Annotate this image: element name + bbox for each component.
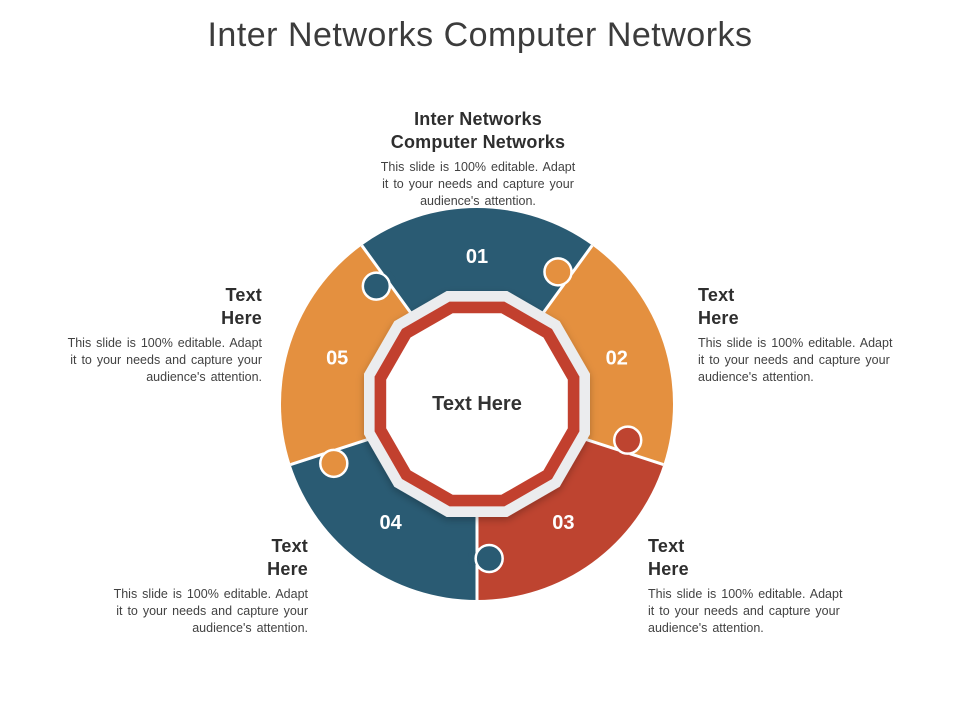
- segment-number-03: 03: [552, 512, 574, 534]
- segment-number-01: 01: [466, 246, 488, 268]
- text-block-bottom-left: Text Here This slide is 100% editable. A…: [88, 535, 308, 637]
- segment-number-05: 05: [326, 348, 348, 370]
- slide-title: Inter Networks Computer Networks: [207, 16, 753, 54]
- puzzle-knob-03: [612, 425, 643, 455]
- text-block-top: Inter Networks Computer Networks This sl…: [340, 108, 616, 210]
- puzzle-knob-01: [361, 271, 392, 301]
- segment-number-02: 02: [606, 348, 628, 370]
- puzzle-knob-02: [543, 257, 573, 287]
- text-block-top-heading: Inter Networks Computer Networks: [390, 109, 566, 152]
- text-block-left: Text Here This slide is 100% editable. A…: [40, 284, 262, 386]
- text-block-right-heading: Text Here: [698, 285, 739, 328]
- text-block-left-heading: Text Here: [221, 285, 262, 328]
- inner-dodecagon-white: [386, 313, 568, 495]
- text-block-right: Text Here This slide is 100% editable. A…: [698, 284, 938, 386]
- text-block-bottom-right-body: This slide is 100% editable. Adapt it to…: [648, 587, 843, 635]
- segment-number-04: 04: [379, 512, 402, 534]
- text-block-bottom-right: Text Here This slide is 100% editable. A…: [648, 535, 888, 637]
- text-block-right-body: This slide is 100% editable. Adapt it to…: [698, 336, 893, 384]
- text-block-top-body: This slide is 100% editable. Adapt it to…: [380, 160, 576, 208]
- center-label: Text Here: [432, 393, 522, 415]
- text-block-bottom-left-heading: Text Here: [267, 536, 308, 579]
- puzzle-knob-05: [319, 448, 349, 479]
- text-block-left-body: This slide is 100% editable. Adapt it to…: [67, 336, 262, 384]
- text-block-bottom-right-heading: Text Here: [648, 536, 689, 579]
- puzzle-knob-04: [474, 543, 504, 574]
- text-block-bottom-left-body: This slide is 100% editable. Adapt it to…: [113, 587, 308, 635]
